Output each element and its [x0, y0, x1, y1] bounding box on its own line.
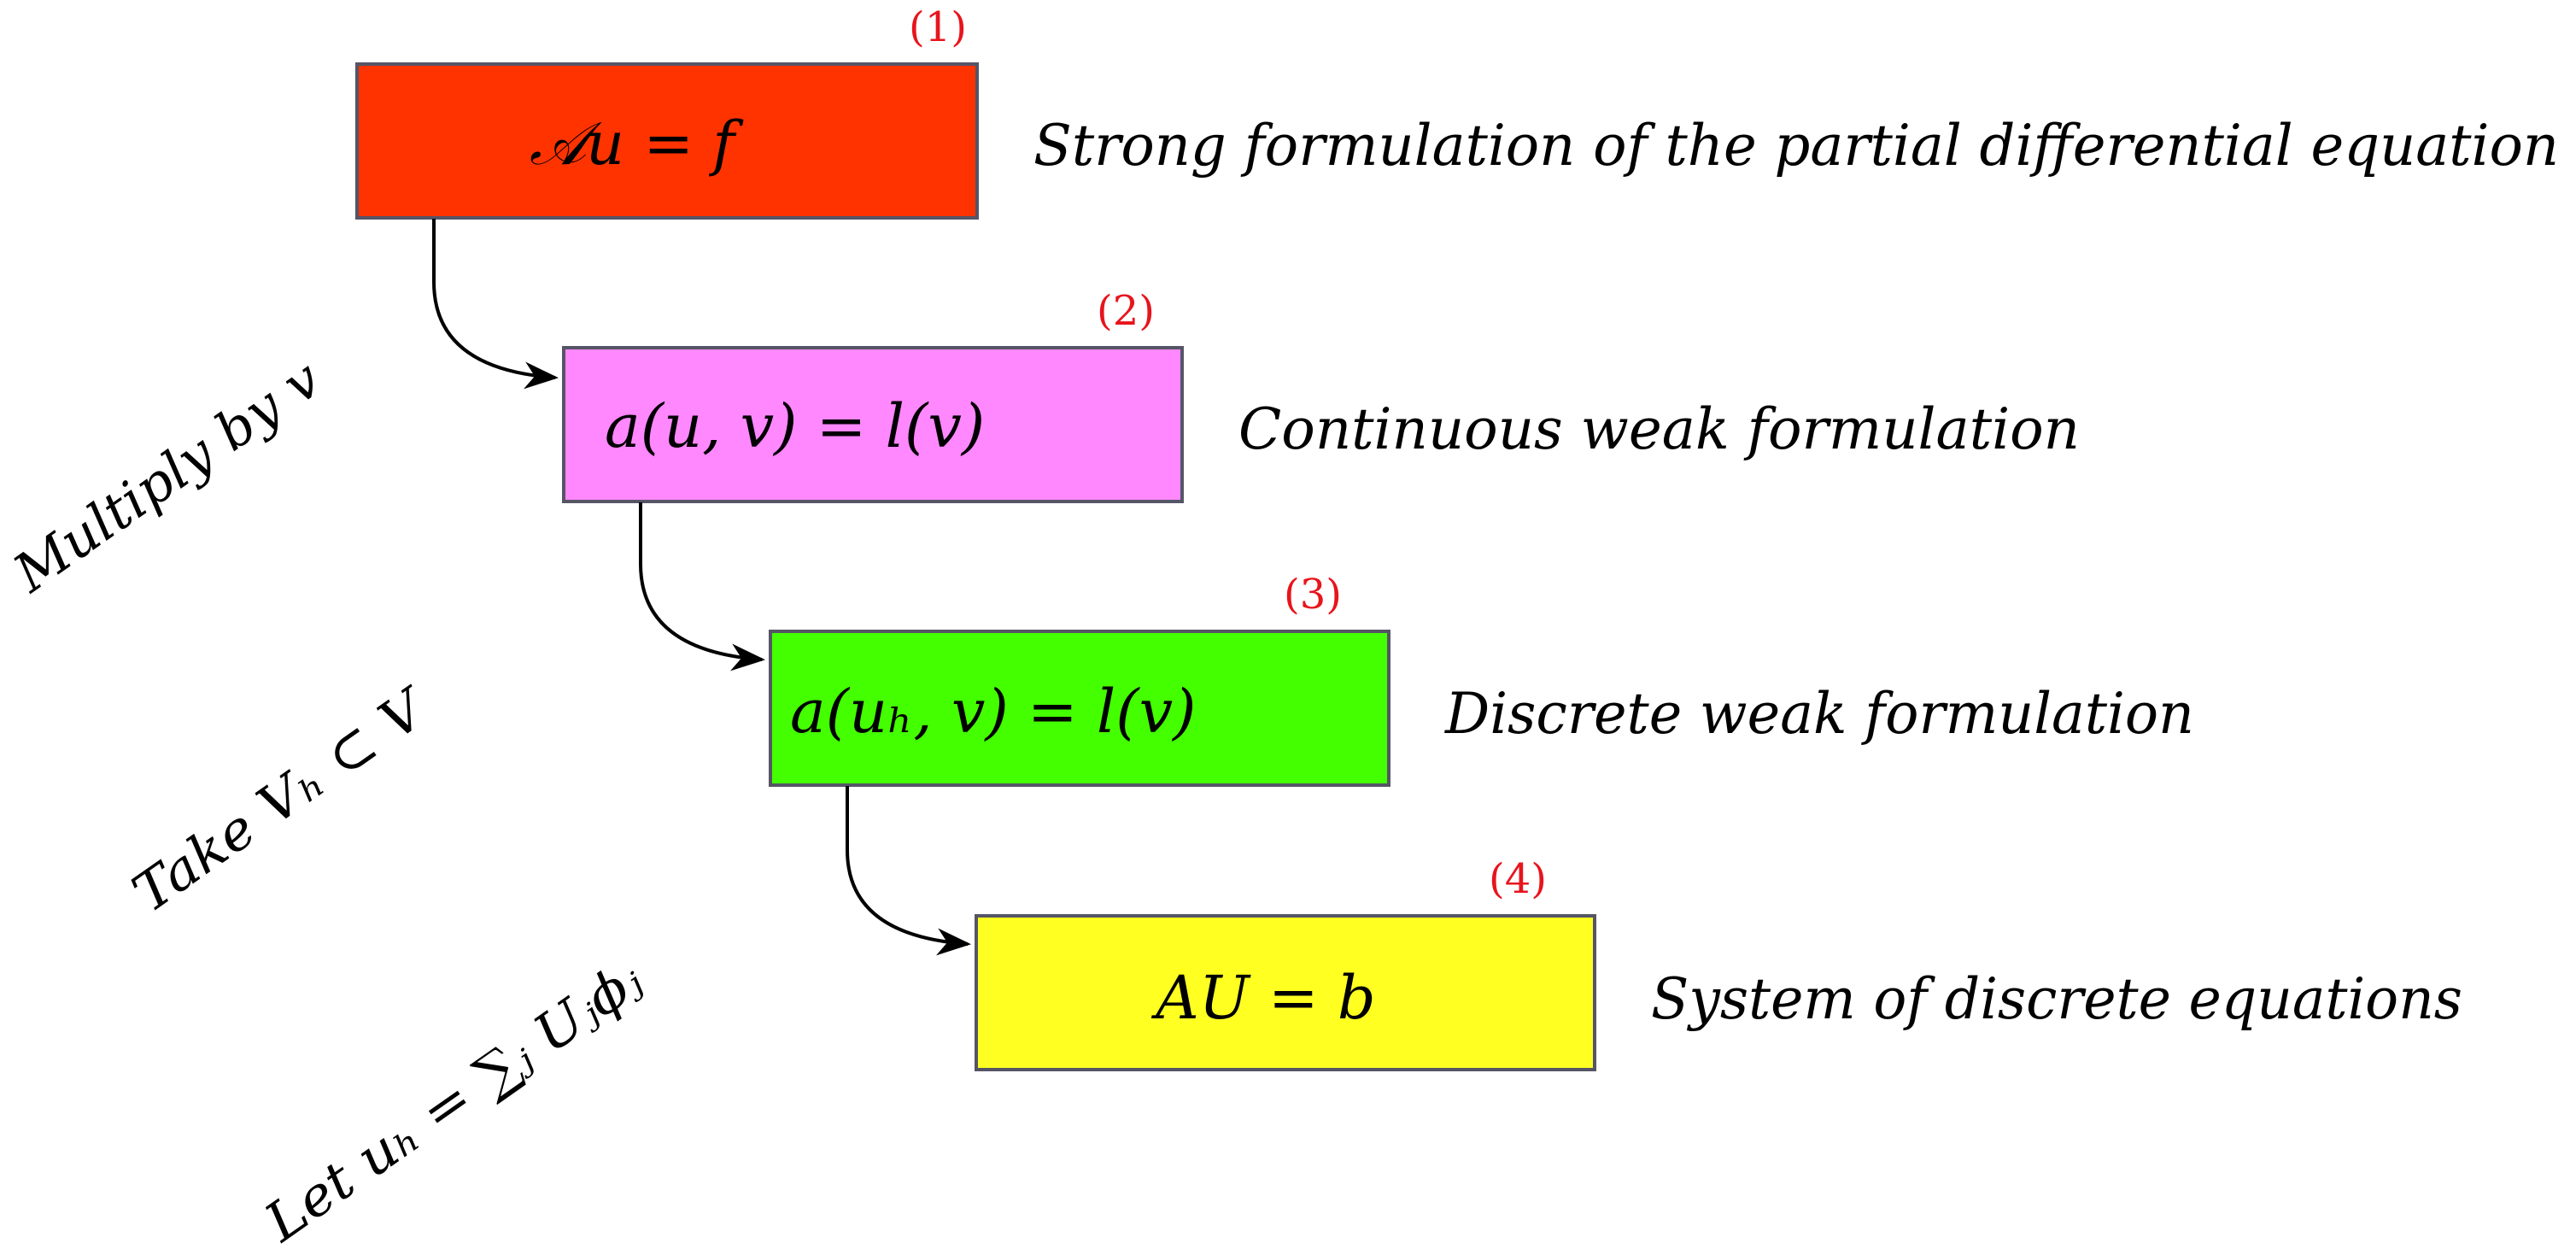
stage-2-number: (2)	[1097, 287, 1155, 335]
stage-2: (2) a(u, v) = l(v) Continuous weak formu…	[562, 287, 2080, 503]
stage-2-equation: a(u, v) = l(v)	[605, 391, 985, 461]
transition-label-let-expansion: Let uₕ = ∑ⱼ Uⱼϕⱼ	[253, 947, 653, 1254]
stage-4-description: System of discrete equations	[1651, 966, 2462, 1032]
stage-3-box	[769, 630, 1390, 787]
stage-4-number: (4)	[1489, 855, 1547, 903]
transition-label-take-subspace: Take Vₕ ⊂ V	[121, 674, 442, 924]
stage-4: (4) AU = b System of discrete equations	[975, 855, 2462, 1071]
stage-1-number: (1)	[909, 3, 967, 51]
stage-2-box	[562, 346, 1184, 503]
arrow-3-to-4	[846, 786, 971, 956]
arrow-1-to-2	[432, 219, 559, 390]
stage-3-description: Discrete weak formulation	[1444, 681, 2194, 747]
stage-2-description: Continuous weak formulation	[1238, 396, 2080, 462]
stage-1-description: Strong formulation of the partial differ…	[1033, 113, 2559, 179]
transition-label-multiply: Multiply by v	[2, 348, 332, 605]
stage-1-equation: 𝒜u = f	[530, 108, 744, 179]
stage-3-equation: a(uₕ, v) = l(v)	[790, 677, 1196, 747]
stage-1: (1) 𝒜u = f Strong formulation of the par…	[355, 3, 2559, 220]
stage-4-box	[975, 914, 1596, 1071]
stage-1-box	[355, 62, 979, 220]
stage-4-equation: AU = b	[1150, 963, 1376, 1033]
arrow-2-to-3	[639, 502, 765, 671]
stage-3: (3) a(uₕ, v) = l(v) Discrete weak formul…	[769, 571, 2194, 787]
stage-3-number: (3)	[1284, 571, 1342, 619]
